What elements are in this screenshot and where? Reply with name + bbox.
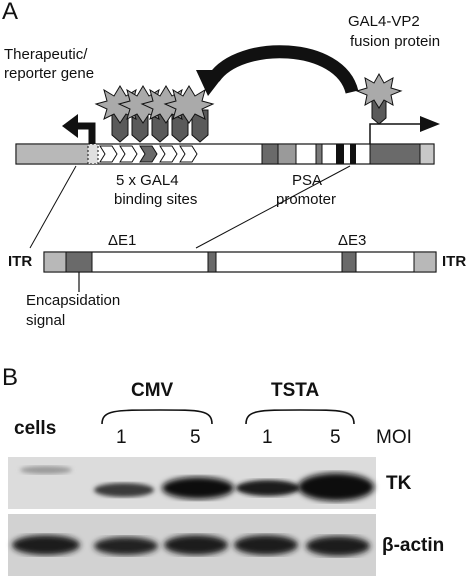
free-fusion-protein — [355, 72, 403, 125]
itr-right-label: ITR — [442, 253, 467, 270]
therapeutic-gene-label-line2: reporter gene — [4, 65, 95, 82]
tk-band-cmv-1 — [94, 483, 154, 497]
psa-label-line2: promoter — [276, 191, 337, 208]
tk-band-tsta-1 — [236, 480, 300, 496]
encapsidation-label-line1: Encapsidation — [26, 292, 121, 309]
panel-b-label: B — [2, 364, 19, 391]
tk-band-cells — [20, 466, 72, 474]
actin-band-tsta-1 — [234, 535, 298, 555]
itr-left-label: ITR — [8, 253, 33, 270]
cmv-bracket — [101, 409, 213, 425]
tk-bands — [20, 466, 374, 501]
gal4-sites-label-line2: binding sites — [114, 191, 198, 208]
actin-bands — [12, 535, 370, 556]
moi-label: MOI — [376, 427, 412, 448]
binding-arrowhead — [196, 70, 228, 96]
fusion-protein-label-line2: fusion protein — [350, 33, 441, 50]
psa-transcription-arrow — [369, 123, 422, 144]
fusion-protein-label-line1: GAL4-VP2 — [348, 13, 420, 30]
tsta-label: TSTA — [271, 380, 320, 401]
binding-curved-arrow — [208, 45, 359, 95]
delta-e1-label: ΔE1 — [108, 232, 137, 249]
moi-value-tsta-5: 5 — [330, 427, 341, 448]
gal4-sites-label-line1: 5 x GAL4 — [116, 172, 179, 189]
tk-band-tsta-5 — [298, 473, 374, 501]
actin-label: β-actin — [382, 535, 445, 556]
moi-value-cmv-5: 5 — [190, 427, 201, 448]
cmv-label: CMV — [131, 380, 174, 401]
tk-label: TK — [386, 473, 412, 494]
moi-value-tsta-1: 1 — [262, 427, 273, 448]
expression-cassette — [15, 143, 435, 165]
therapeutic-gene-label-line1: Therapeutic/ — [4, 46, 88, 63]
actin-band-cmv-5 — [164, 535, 228, 555]
tk-band-cmv-5 — [162, 477, 234, 499]
panel-a-label: A — [2, 0, 19, 25]
psa-label-line1: PSA — [292, 172, 323, 189]
delta-e3-label: ΔE3 — [338, 232, 367, 249]
reporter-transcription-arrow — [72, 122, 96, 146]
cells-label: cells — [14, 418, 57, 439]
actin-band-cells — [12, 535, 80, 555]
actin-band-tsta-5 — [306, 536, 370, 556]
encapsidation-label-line2: signal — [26, 312, 66, 329]
actin-band-cmv-1 — [94, 537, 158, 555]
bound-proteins — [94, 85, 215, 143]
adenovirus-genome — [43, 251, 437, 273]
moi-value-cmv-1: 1 — [116, 427, 127, 448]
tsta-bracket — [245, 409, 355, 425]
